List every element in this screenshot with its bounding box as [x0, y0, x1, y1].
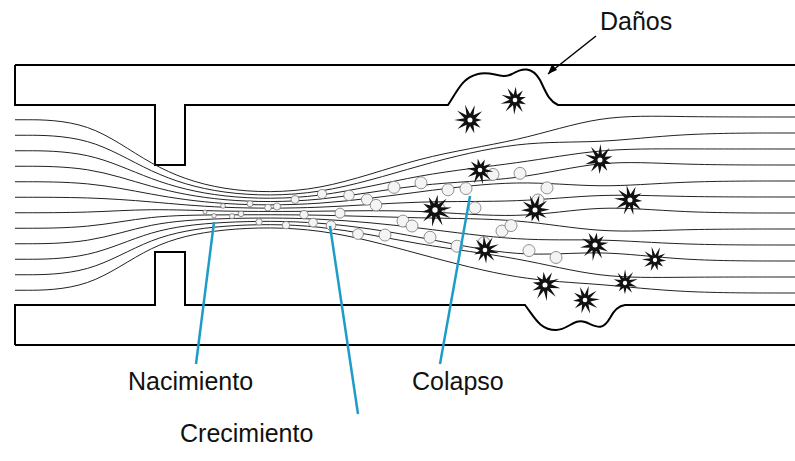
vapor-bubble: [353, 229, 364, 240]
burst-core: [583, 298, 588, 303]
collapse-burst: [614, 269, 638, 294]
vapor-bubble: [523, 245, 535, 257]
streamline: [15, 163, 795, 202]
burst-core: [653, 258, 657, 262]
burst-core: [478, 168, 483, 173]
vapor-bubble: [379, 229, 391, 241]
vapor-bubble: [370, 199, 382, 211]
leader-line: [196, 222, 214, 364]
vapor-bubble: [442, 184, 454, 196]
vapor-bubble: [203, 210, 207, 214]
collapse-burst: [642, 247, 666, 271]
pipe-wall-bottom: [15, 252, 795, 345]
streamline: [15, 228, 795, 293]
leader-line: [440, 196, 470, 364]
collapse-burst: [474, 235, 499, 263]
burst-core: [467, 117, 472, 122]
vapor-bubble: [550, 251, 562, 263]
collapse-burst: [467, 159, 494, 185]
streamline: [15, 195, 795, 208]
vapor-bubble: [505, 220, 517, 232]
vapor-bubble: [309, 218, 318, 227]
vapor-bubble: [247, 201, 253, 207]
part-label: Colapso: [412, 368, 504, 396]
streamline: [15, 208, 795, 215]
collapse-burst: [501, 87, 526, 115]
burst-core: [627, 197, 632, 202]
part-label: Nacimiento: [128, 368, 253, 396]
vapor-bubble: [406, 220, 418, 232]
burst-core: [597, 157, 602, 162]
vapor-bubble: [541, 182, 553, 194]
burst-core: [532, 207, 537, 212]
vapor-bubble: [460, 183, 472, 195]
collapse-burst: [585, 144, 613, 174]
vapor-bubble: [265, 204, 272, 211]
vapor-bubble: [273, 203, 280, 210]
collapse-burst: [521, 195, 550, 222]
part-label: Crecimiento: [180, 420, 313, 448]
collapse-burst: [573, 286, 600, 313]
collapse-burst: [422, 195, 452, 227]
burst-core: [432, 207, 437, 212]
vapor-bubble: [282, 221, 290, 229]
collapse-burst: [580, 233, 608, 261]
vapor-bubble: [388, 181, 400, 193]
burst-core: [483, 248, 488, 253]
vapor-bubble: [238, 211, 244, 217]
collapse-burst: [614, 185, 642, 215]
vapor-bubble: [415, 177, 427, 189]
vapor-bubble: [229, 214, 234, 219]
vapor-bubble: [256, 219, 262, 225]
vapor-bubble: [212, 214, 216, 218]
vapor-bubble: [335, 208, 345, 218]
burst-core: [623, 281, 627, 285]
vapor-bubble: [317, 189, 326, 198]
burst-core: [513, 98, 518, 103]
vapor-bubble: [424, 231, 436, 243]
leader-line: [548, 36, 596, 74]
vapor-bubble: [300, 210, 308, 218]
vapor-bubble: [291, 195, 299, 203]
vapor-bubble: [514, 167, 526, 179]
vapor-bubble: [221, 203, 226, 208]
burst-core: [592, 242, 597, 247]
vapor-bubble: [344, 190, 354, 200]
collapse-burst: [533, 272, 561, 301]
part-label: Daños: [600, 8, 672, 36]
streamline: [15, 181, 795, 205]
collapse-burst: [454, 105, 482, 134]
vapor-bubble: [469, 202, 481, 214]
pipe-wall-top: [15, 65, 795, 165]
burst-core: [542, 282, 547, 287]
leader-arrowhead: [548, 64, 557, 74]
streamline: [15, 215, 795, 231]
leader-line: [330, 226, 358, 414]
streamline: [15, 225, 795, 278]
